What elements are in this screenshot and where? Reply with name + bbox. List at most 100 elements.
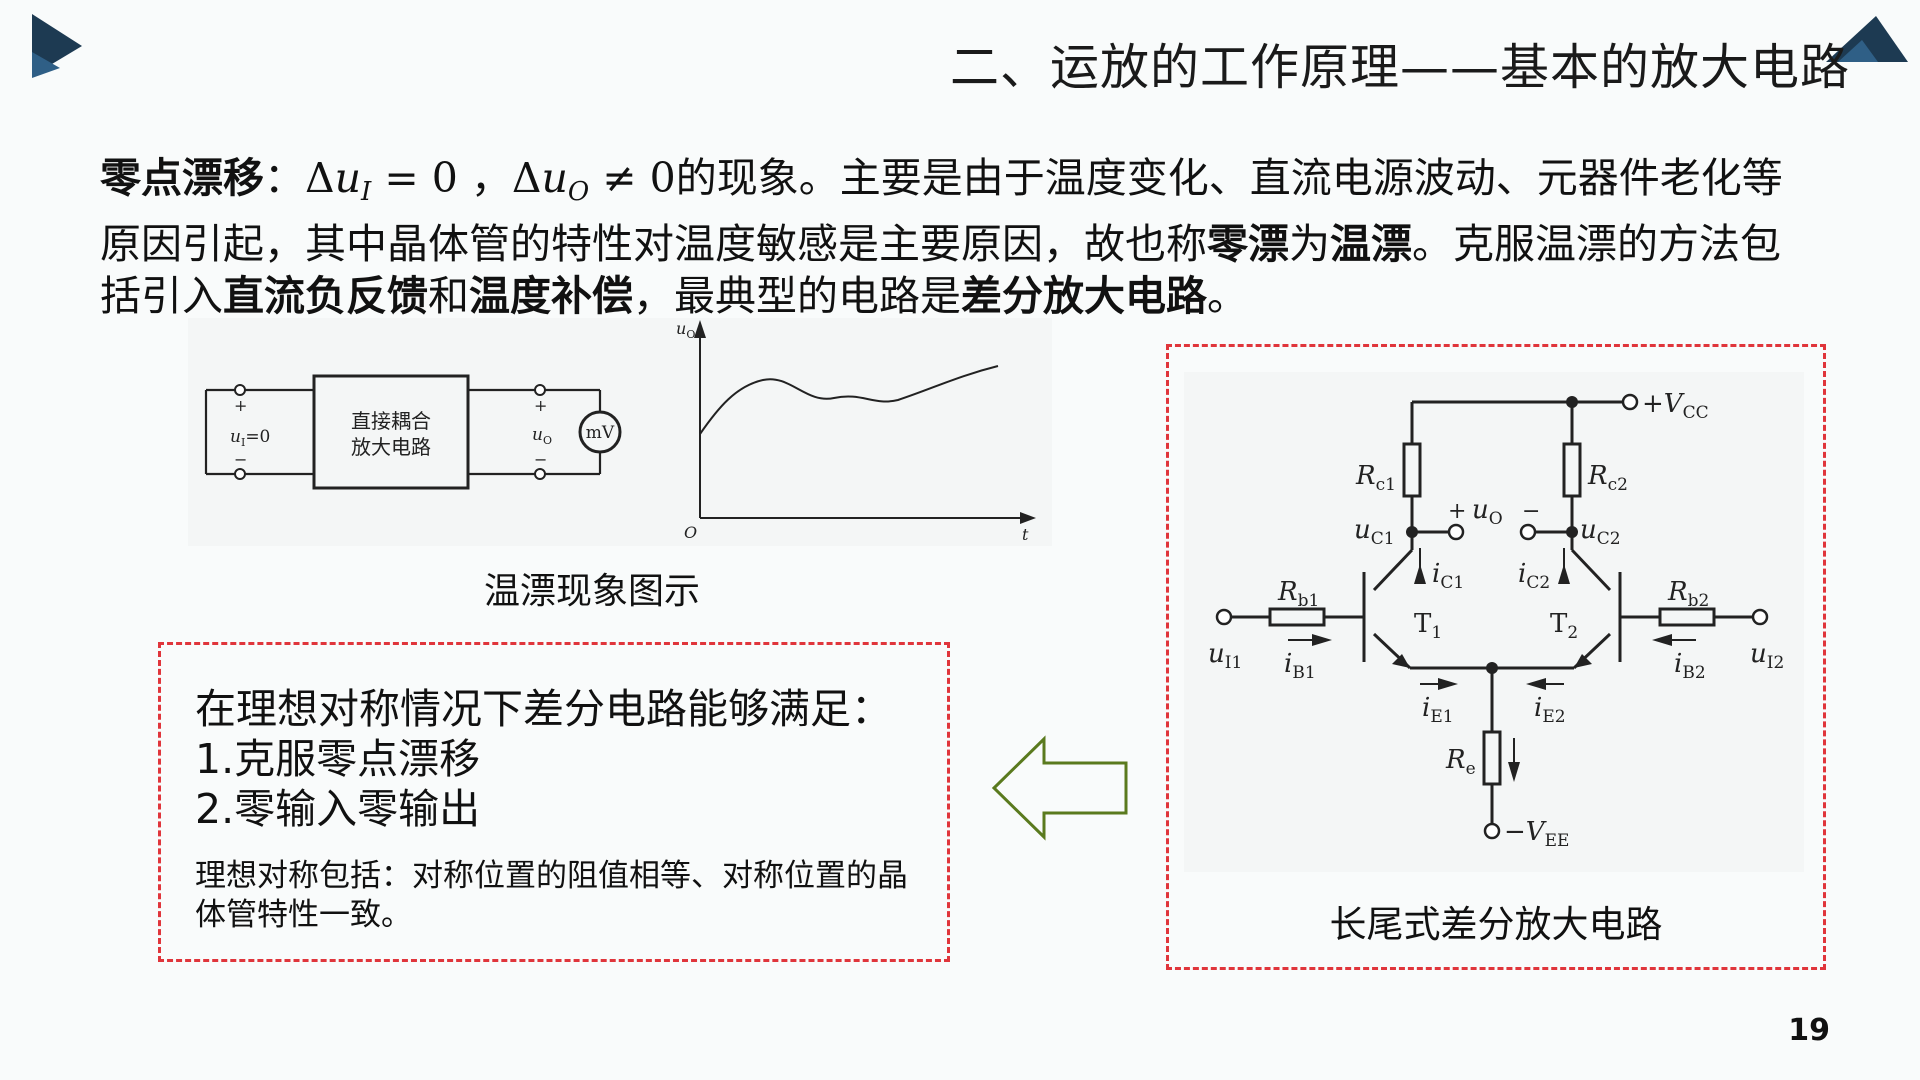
ie2-sub: E2 (1542, 707, 1565, 727)
output-plus-sign: + (534, 396, 547, 415)
math-sub-o: O (567, 177, 590, 207)
left-arrow-icon (991, 735, 1128, 841)
t2-label: T (1550, 609, 1568, 639)
drift-caption: 温漂现象图示 (0, 562, 1184, 614)
corner-play-icon (32, 14, 82, 78)
uc2-label: u (1580, 515, 1597, 545)
rc2-label: R (1587, 461, 1608, 491)
ic1-label: i (1432, 559, 1440, 589)
term-zero-drift: 零点漂移 (100, 154, 264, 202)
bold-dc-feedback: 直流负反馈 (223, 272, 428, 320)
ui2-label: u (1750, 639, 1767, 669)
plot-x-label: t (1022, 525, 1029, 544)
vcc-sign: + (1642, 389, 1664, 419)
circuit-box (1166, 344, 1826, 970)
svg-text:T1: T1 (1414, 609, 1442, 643)
millivoltmeter-label: mV (586, 423, 615, 443)
svg-text:uC1: uC1 (1354, 515, 1395, 549)
summary-note: 理想对称包括：对称位置的阻值相等、对称位置的晶体管特性一致。 (195, 858, 908, 933)
math-u-output: u (541, 154, 568, 202)
intro-text-end: 。 (1207, 272, 1248, 320)
uc2-sub: C2 (1597, 529, 1621, 549)
ui1-sub: I1 (1225, 653, 1243, 673)
intro-colon: ： (264, 154, 305, 202)
ie2-label: i (1534, 693, 1542, 723)
corner-mountain-icon (1826, 16, 1908, 62)
ie1-sub: E1 (1430, 707, 1453, 727)
ib1-label: i (1284, 649, 1292, 679)
svg-text:iE1: iE1 (1422, 693, 1454, 727)
input-plus-sign: + (234, 396, 247, 415)
drift-caption-text: 温漂现象图示 (483, 571, 700, 612)
vee-label: V (1526, 817, 1547, 847)
vcc-sub: CC (1683, 403, 1709, 423)
ui1-label: u (1208, 639, 1225, 669)
svg-text:Rc2: Rc2 (1587, 461, 1628, 495)
rc1-label: R (1355, 461, 1376, 491)
intro-text-is: 为 (1289, 220, 1330, 268)
input-value: =0 (245, 427, 270, 447)
plot-y-label: u (676, 319, 686, 338)
intro-text-2: 。克服温漂的方法包括引入 (100, 220, 1781, 320)
summary-line-1: 在理想对称情况下差分电路能够满足： (195, 685, 892, 733)
re-label: R (1445, 745, 1466, 775)
intro-text-1: 的现象。主要是由于温度变化、直流电源波动、元器件老化等原因引起，其中晶体管的特性… (100, 154, 1783, 268)
ic2-sub: C2 (1526, 573, 1550, 593)
t1-sub: 1 (1431, 623, 1442, 643)
uo-label: u (1472, 495, 1489, 525)
bold-temp-drift: 温漂 (1330, 220, 1412, 268)
amp-block-line2: 放大电路 (351, 435, 431, 459)
math-delta-2: Δ (511, 154, 542, 202)
drift-curve (699, 365, 999, 435)
svg-text:Rb2: Rb2 (1667, 577, 1709, 611)
uo-minus-sign: − (1522, 499, 1540, 524)
intro-paragraph: 零点漂移：ΔuI = 0 ，ΔuO ≠ 0的现象。主要是由于温度变化、直流电源波… (100, 152, 1820, 322)
svg-text:uO: uO (1472, 495, 1503, 529)
svg-text:T2: T2 (1550, 609, 1578, 643)
svg-text:iC2: iC2 (1518, 559, 1550, 593)
ic1-sub: C1 (1440, 573, 1464, 593)
ic2-label: i (1518, 559, 1526, 589)
circuit-caption: 长尾式差分放大电路 (1329, 903, 1663, 946)
summary-box: 在理想对称情况下差分电路能够满足： 1.克服零点漂移 2.零输入零输出 理想对称… (158, 642, 950, 962)
svg-text:uC2: uC2 (1580, 515, 1621, 549)
t2-sub: 2 (1567, 623, 1578, 643)
t1-label: T (1414, 609, 1432, 639)
summary-line-3: 2.零输入零输出 (195, 785, 481, 833)
input-label-sub: I (241, 436, 245, 449)
ie1-label: i (1422, 693, 1430, 723)
bold-diff-amplifier: 差分放大电路 (961, 272, 1207, 320)
math-u-input: u (334, 154, 362, 202)
svg-text:uI=0: uI=0 (230, 427, 270, 449)
rb1-sub: b1 (1298, 591, 1320, 611)
rb2-label: R (1667, 577, 1688, 607)
math-condition: ΔuI = 0 ，ΔuO ≠ 0 (305, 154, 676, 207)
output-minus-sign: − (534, 450, 547, 469)
input-minus-sign: − (234, 450, 247, 469)
svg-text:uO: uO (676, 319, 695, 341)
math-delta: Δ (305, 154, 335, 202)
vee-sign: − (1504, 817, 1526, 847)
rc1-sub: c1 (1376, 475, 1396, 495)
uo-sub: O (1489, 509, 1503, 529)
svg-text:iB1: iB1 (1284, 649, 1316, 683)
vee-sub: EE (1545, 831, 1570, 851)
output-label: u (532, 425, 543, 445)
svg-text:+VCC: +VCC (1642, 389, 1709, 423)
intro-text-3: ，最典型的电路是 (633, 272, 961, 320)
svg-text:iE2: iE2 (1534, 693, 1566, 727)
svg-text:Rb1: Rb1 (1277, 577, 1319, 611)
svg-text:uO: uO (532, 425, 552, 447)
svg-text:Rc1: Rc1 (1355, 461, 1396, 495)
ui2-sub: I2 (1767, 653, 1785, 673)
intro-text-and: 和 (428, 272, 469, 320)
rb1-label: R (1277, 577, 1298, 607)
ib2-sub: B2 (1682, 663, 1705, 683)
ib2-label: i (1674, 649, 1682, 679)
math-sub-i: I (361, 177, 372, 207)
plot-origin: O (684, 523, 697, 542)
svg-text:uI1: uI1 (1208, 639, 1242, 673)
bold-zero-drift: 零漂 (1207, 220, 1289, 268)
bold-temp-compensation: 温度补偿 (469, 272, 633, 320)
svg-text:iC1: iC1 (1432, 559, 1464, 593)
